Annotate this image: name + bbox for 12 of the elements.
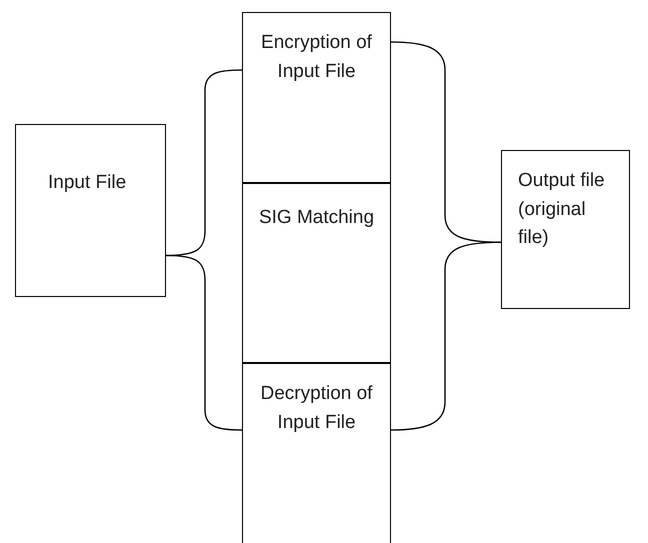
brace-connector: [390, 242, 501, 431]
box-label: Decryption of Input File: [260, 382, 374, 434]
process-box: [242, 183, 391, 363]
brace-connector: [166, 254, 242, 431]
process-box: [15, 124, 166, 297]
process-box: [242, 12, 391, 183]
process-box: [242, 363, 391, 543]
box-label: Encryption of Input File: [260, 31, 373, 84]
box-label: Output file (original file): [518, 169, 606, 250]
process-box: [501, 150, 630, 309]
box-label: Input File: [48, 171, 128, 195]
box-label: SIG Matching: [258, 206, 376, 230]
